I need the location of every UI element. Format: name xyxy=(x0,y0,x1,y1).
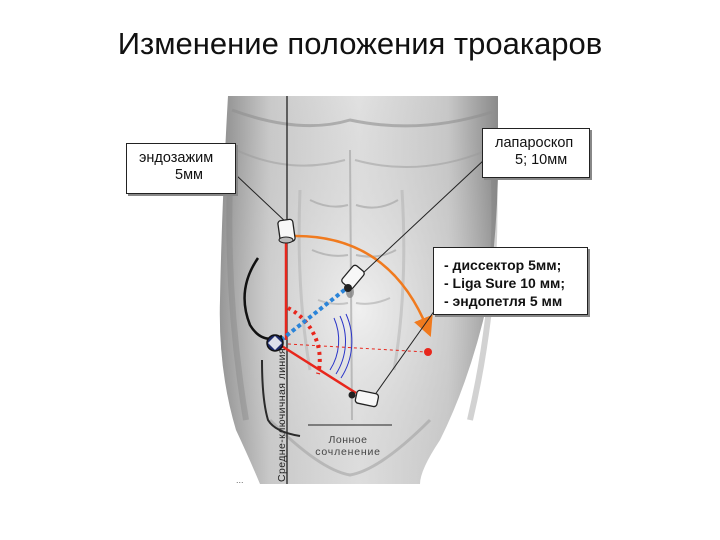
instrument-item: - диссектор 5мм; xyxy=(444,257,562,273)
trocar-scope xyxy=(341,264,365,292)
instrument-item: - Liga Sure 10 мм; xyxy=(444,275,566,291)
red-dotted-arc xyxy=(287,306,322,375)
orange-arrow xyxy=(293,234,433,337)
midclavicular-label: Средне-ключичная линия xyxy=(276,348,288,482)
callout-laparoscope: лапароскоп 5; 10мм xyxy=(482,128,590,178)
trocar-lower xyxy=(348,389,380,408)
instrument-item: - эндопетля 5 мм xyxy=(444,293,563,309)
pubic-label-line1: Лонное xyxy=(328,434,367,446)
red-trocar-lines xyxy=(276,240,357,395)
trocar-umbilical xyxy=(266,334,284,352)
callout-endoclamp-line1: эндозажим xyxy=(139,150,214,166)
callout-endoclamp: эндозажим 5мм xyxy=(126,143,236,194)
target-point xyxy=(424,348,432,356)
callout-endoclamp-line2: 5мм xyxy=(175,167,204,183)
blue-dotted-line xyxy=(279,282,354,342)
blue-angle-arcs xyxy=(329,313,353,379)
callout-instruments: - диссектор 5мм; - Liga Sure 10 мм; - эн… xyxy=(433,247,588,315)
callout-laparoscope-line2: 5; 10мм xyxy=(515,152,568,168)
slide-title: Изменение положения троакаров xyxy=(117,26,603,61)
instrument-cable xyxy=(261,359,301,437)
red-dashed-line xyxy=(287,343,427,353)
pubic-label-line2: сочленение xyxy=(315,446,381,458)
callout-laparoscope-line1: лапароскоп xyxy=(495,135,574,151)
image-footnote: ... xyxy=(236,475,244,485)
trocar-upper xyxy=(277,218,296,244)
